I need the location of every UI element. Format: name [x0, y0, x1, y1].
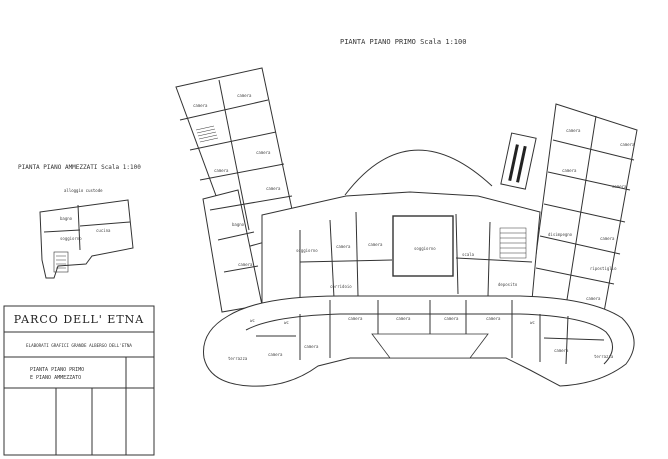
- room-label: camera: [600, 236, 615, 241]
- room-label: bagno: [232, 222, 245, 227]
- title-block-heading: PARCO DELL' ETNA: [13, 313, 145, 326]
- room-label: camera: [554, 348, 569, 353]
- title-block-sheet-line1: PIANTA PIANO PRIMO: [30, 367, 85, 373]
- room-label: camera: [266, 186, 281, 191]
- ammezzati-plan-title: PIANTA PIANO AMMEZZATI Scala 1:100: [18, 164, 141, 171]
- room-label: camera: [193, 103, 208, 108]
- primo-plan-title: PIANTA PIANO PRIMO Scala 1:100: [340, 38, 467, 46]
- first-floor-plan: [175, 67, 638, 387]
- room-label: deposito: [498, 282, 518, 287]
- room-label: soggiorno: [296, 248, 318, 253]
- room-label: terrazza: [594, 354, 614, 359]
- room-label: camera: [566, 128, 581, 133]
- room-label: soggiorno: [414, 246, 436, 251]
- room-label: camera: [586, 296, 601, 301]
- mezzanine-plan: [39, 199, 134, 279]
- room-label: camera: [238, 262, 253, 267]
- room-label: ripostiglio: [590, 266, 617, 271]
- room-label: camera: [304, 344, 319, 349]
- room-label: corridoio: [330, 284, 352, 289]
- room-label: camera: [336, 244, 351, 249]
- room-label: camera: [396, 316, 411, 321]
- room-label: bagno: [60, 216, 73, 221]
- room-label: camera: [237, 93, 252, 98]
- room-label: camera: [268, 352, 283, 357]
- room-label: disimpegno: [548, 232, 573, 237]
- room-label: camera: [214, 168, 229, 173]
- room-label: cucina: [96, 228, 111, 233]
- room-label: camera: [612, 184, 627, 189]
- room-label: camera: [444, 316, 459, 321]
- room-label: scala: [462, 252, 475, 257]
- room-label: camera: [620, 142, 635, 147]
- room-label: camera: [256, 150, 271, 155]
- room-label: camera: [348, 316, 363, 321]
- room-label: terrazza: [228, 356, 248, 361]
- title-block-frame: [3, 305, 155, 456]
- room-label: camera: [562, 168, 577, 173]
- mezzanine-caption: alloggio custode: [64, 188, 103, 193]
- room-label: camera: [368, 242, 383, 247]
- title-block-subheading: ELABORATI GRAFICI GRANDE ALBERGO DELL'ET…: [26, 343, 132, 348]
- room-label: wc: [250, 318, 255, 323]
- room-label: camera: [486, 316, 501, 321]
- title-block-sheet-line2: E PIANO AMMEZZATO: [30, 375, 82, 381]
- room-label: soggiorno: [60, 236, 82, 241]
- room-label: wc: [530, 320, 535, 325]
- room-label: wc: [284, 320, 289, 325]
